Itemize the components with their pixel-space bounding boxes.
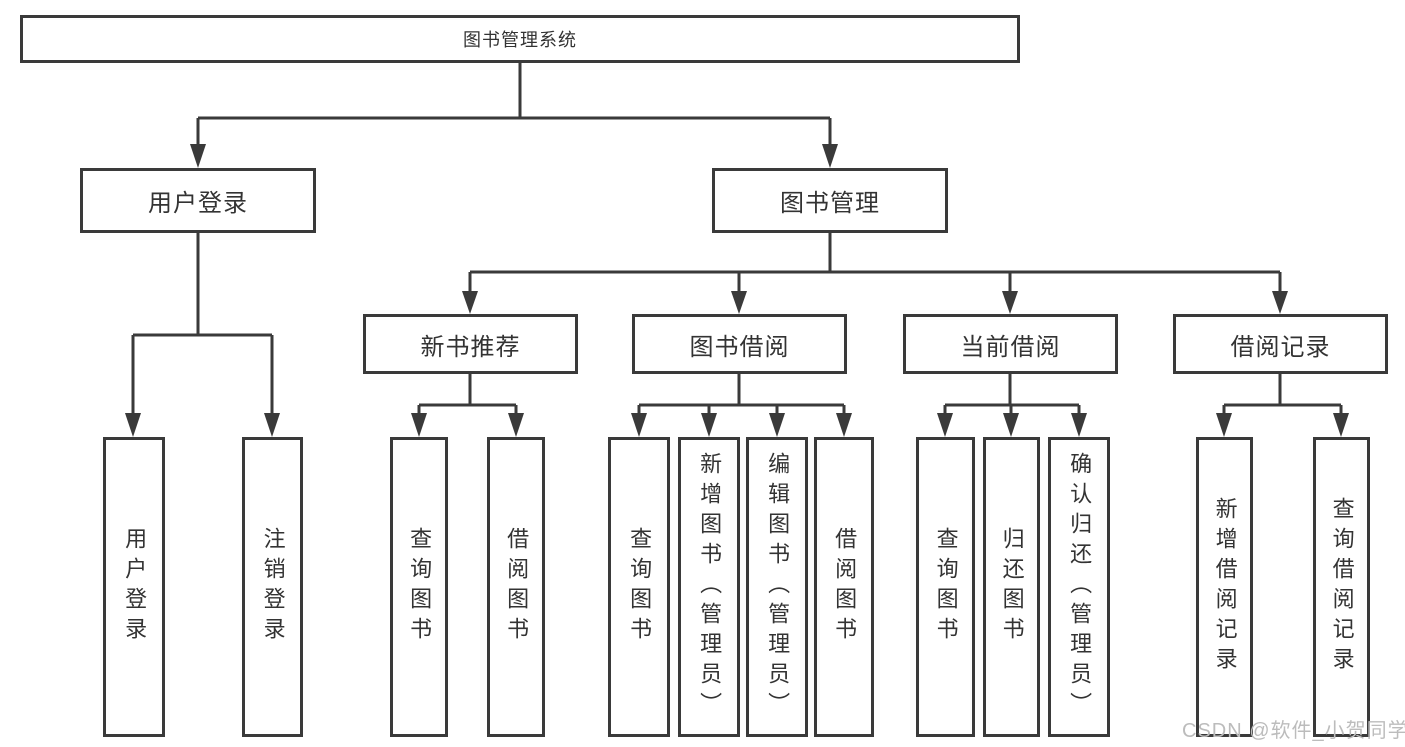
watermark: CSDN @软件_小贺同学 <box>1182 720 1405 742</box>
leaf-borrow-books-recommend: 借阅图书 <box>487 437 545 737</box>
leaf-confirm-return-admin-label: 确认归还（管理员） <box>1067 452 1093 722</box>
leaf-edit-book-admin-label: 编辑图书（管理员） <box>765 452 791 722</box>
connector-book-borrow-to-leaves <box>637 374 846 415</box>
leaf-query-books-borrowing: 查询图书 <box>608 437 670 737</box>
connector-book-mgmt-to-level3 <box>468 233 1282 293</box>
leaf-return-books-label: 归还图书 <box>999 527 1025 647</box>
connector-current-borrow-to-leaves <box>943 374 1081 415</box>
node-library-system-label: 图书管理系统 <box>463 30 577 50</box>
node-book-borrowing-label: 图书借阅 <box>689 333 790 361</box>
node-user-login: 用户登录 <box>80 168 316 233</box>
node-book-management: 图书管理 <box>712 168 948 233</box>
leaf-add-book-admin-label: 新增图书（管理员） <box>697 452 723 722</box>
leaf-logout-label: 注销登录 <box>260 527 286 647</box>
node-user-login-label: 用户登录 <box>148 190 248 217</box>
leaf-edit-book-admin: 编辑图书（管理员） <box>746 437 808 737</box>
leaf-borrow-books-recommend-label: 借阅图书 <box>504 527 530 647</box>
leaf-query-borrow-record: 查询借阅记录 <box>1313 437 1370 737</box>
leaf-add-borrow-record: 新增借阅记录 <box>1196 437 1253 737</box>
leaf-return-books: 归还图书 <box>983 437 1040 737</box>
node-borrowing-records-label: 借阅记录 <box>1230 333 1331 361</box>
connector-new-book-to-leaves <box>417 374 518 415</box>
leaf-add-book-admin: 新增图书（管理员） <box>678 437 740 737</box>
leaf-query-books-current: 查询图书 <box>916 437 975 737</box>
node-borrowing-records: 借阅记录 <box>1173 314 1388 374</box>
leaf-confirm-return-admin: 确认归还（管理员） <box>1048 437 1110 737</box>
leaf-user-login-label: 用户登录 <box>122 527 148 647</box>
node-new-book-recommend-label: 新书推荐 <box>420 333 521 361</box>
connector-records-to-leaves <box>1222 374 1343 415</box>
connector-root-to-level2 <box>196 63 832 146</box>
node-library-system: 图书管理系统 <box>20 15 1020 63</box>
node-book-borrowing: 图书借阅 <box>632 314 847 374</box>
leaf-user-login: 用户登录 <box>103 437 165 737</box>
leaf-logout: 注销登录 <box>242 437 303 737</box>
node-current-borrowing-label: 当前借阅 <box>960 333 1061 361</box>
connector-user-login-to-leaves <box>131 233 274 415</box>
leaf-add-borrow-record-label: 新增借阅记录 <box>1212 497 1238 677</box>
leaf-query-books-recommend: 查询图书 <box>390 437 448 737</box>
node-current-borrowing: 当前借阅 <box>903 314 1118 374</box>
leaf-query-books-borrowing-label: 查询图书 <box>627 527 653 647</box>
leaf-borrow-books-label: 借阅图书 <box>832 527 858 647</box>
leaf-query-books-recommend-label: 查询图书 <box>407 527 433 647</box>
node-new-book-recommend: 新书推荐 <box>363 314 578 374</box>
node-book-management-label: 图书管理 <box>780 190 880 217</box>
leaf-borrow-books: 借阅图书 <box>814 437 874 737</box>
leaf-query-borrow-record-label: 查询借阅记录 <box>1329 497 1355 677</box>
leaf-query-books-current-label: 查询图书 <box>933 527 959 647</box>
